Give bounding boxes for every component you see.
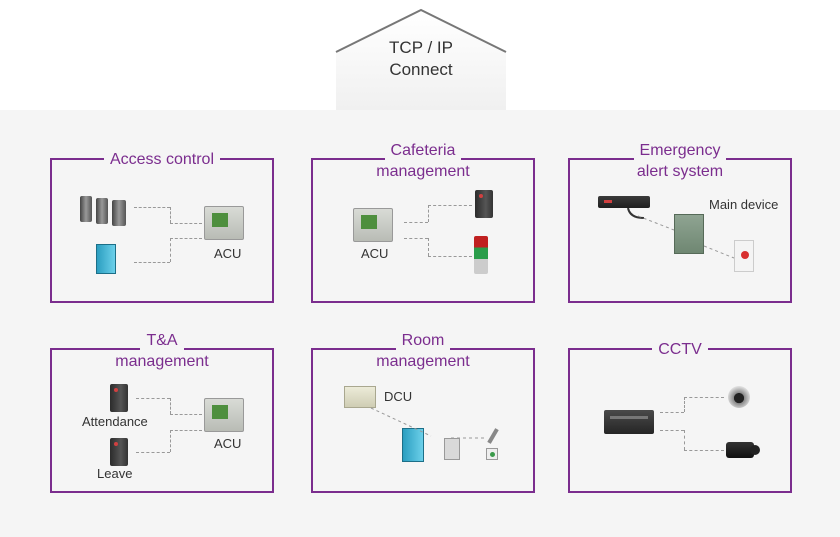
group-title: Access control — [52, 149, 272, 170]
signal-tower-icon — [474, 236, 488, 274]
group-access-control: Access control — [50, 149, 274, 303]
acu-label: ACU — [361, 246, 389, 261]
connection-lines — [370, 407, 487, 439]
acu-icon — [353, 208, 393, 242]
main-device-label: Main device — [709, 197, 779, 212]
card-reader-icon — [110, 438, 128, 466]
group-ta-management: T&A management — [50, 330, 274, 493]
group-title: Emergency alert system — [570, 140, 790, 182]
alarm-controller-icon — [598, 196, 650, 208]
group-title: Cafeteria management — [313, 140, 533, 182]
group-emergency-alert-system: Emergency alert system — [568, 140, 792, 303]
group-title: Room management — [313, 330, 533, 372]
network-roof-icon — [335, 8, 507, 110]
door-icon — [402, 428, 424, 462]
card-reader-icon — [110, 384, 128, 412]
attendance-label: Attendance — [82, 414, 148, 429]
speed-gate-icon — [112, 200, 126, 226]
group-room-management: Room management — [311, 330, 535, 493]
leave-label: Leave — [97, 466, 133, 481]
group-title: T&A management — [52, 330, 272, 372]
main-device-icon — [674, 214, 704, 254]
dcu-icon — [344, 386, 376, 408]
room-switch-icon — [486, 448, 498, 460]
emergency-button-icon — [734, 240, 754, 272]
group-cctv: CCTV — [568, 339, 792, 493]
group-title: CCTV — [570, 339, 790, 360]
box-camera-icon — [726, 442, 760, 458]
speed-gate-icon — [80, 196, 92, 222]
door-icon — [96, 244, 116, 274]
dome-camera-icon — [728, 386, 750, 408]
nvr-recorder-icon — [604, 410, 654, 434]
acu-label: ACU — [214, 246, 242, 261]
network-label-line2: Connect — [389, 60, 453, 79]
acu-label: ACU — [214, 436, 242, 451]
card-reader-icon — [475, 190, 493, 218]
network-label-line1: TCP / IP — [389, 38, 453, 57]
speed-gate-icon — [96, 198, 108, 224]
group-cafeteria-management: Cafeteria management — [311, 140, 535, 303]
dcu-label: DCU — [384, 389, 413, 404]
acu-icon — [204, 398, 244, 432]
acu-icon — [204, 206, 244, 240]
connection-lines — [627, 207, 735, 259]
